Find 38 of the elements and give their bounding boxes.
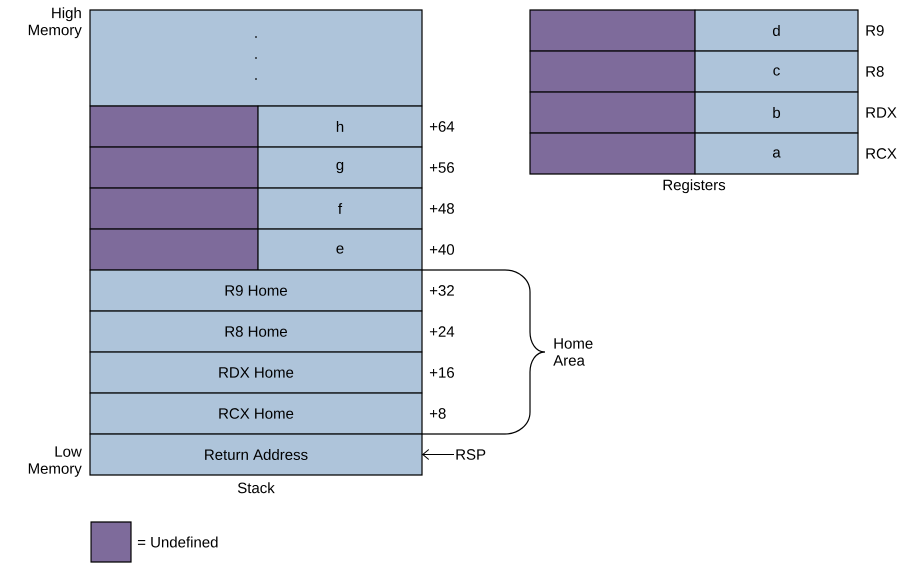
caption: Registers [664,179,726,194]
memory-cell: RDX Home [89,351,423,394]
offset-label: +40 [430,244,454,255]
undefined-cell [529,132,696,175]
offset-label: +24 [430,326,454,337]
legend-label: = Undefined [138,536,218,548]
undefined-cell [89,105,259,148]
offset-label: +16 [430,367,454,378]
offset-label: +48 [430,203,454,214]
memory-cell: g [257,146,423,189]
arrow [422,449,454,460]
undefined-cell [529,91,696,134]
memory-cell: Return Address [89,433,423,476]
register-name: RSP [456,449,486,460]
offset-label: RCX [866,148,897,159]
area-label: Home Area [553,338,593,366]
memory-cell: c [694,50,859,93]
undefined-cell [89,187,259,230]
memory-cell: f [257,187,423,230]
offset-label: R9 [866,25,884,36]
memory-cell: e [257,228,423,271]
undefined-cell [89,146,259,189]
offset-label: +56 [430,162,454,173]
memory-cell: b [694,91,859,134]
memory-label: Low Memory [28,446,82,477]
undefined-cell [89,228,259,271]
memory-cell: RCX Home [89,392,423,435]
offset-label: +8 [430,408,446,419]
undefined-cell [529,9,696,52]
offset-label: +32 [430,285,454,296]
offset-label: R8 [866,66,884,77]
memory-cell: a [694,132,859,175]
offset-label: RDX [866,107,897,118]
memory-cell: h [257,105,423,148]
memory-cell: R8 Home [89,310,423,353]
offset-label: +64 [430,121,454,132]
undefined-cell [529,50,696,93]
memory-cell: d [694,9,859,52]
